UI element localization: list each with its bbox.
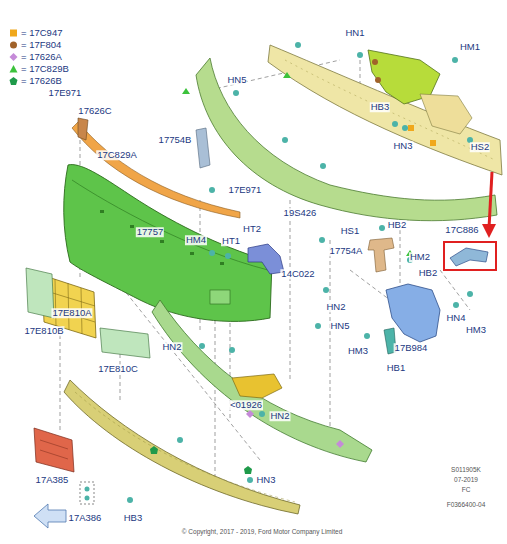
callout-label: HM3: [347, 346, 369, 356]
callout-label: HN3: [255, 475, 276, 485]
upper-fascia: [196, 58, 497, 221]
legend-text: = 17C947: [21, 28, 62, 38]
lower-valance: [152, 300, 372, 462]
drawing-note: 07-2019: [453, 477, 479, 484]
bumper-bar: [64, 165, 272, 322]
legend-text: = 17C829B: [21, 64, 69, 74]
callout-label: HN2: [325, 302, 346, 312]
legend-swatch: [10, 30, 17, 37]
bracket: [196, 128, 210, 168]
callout-label: HS1: [340, 226, 360, 236]
callout-label: 17E810B: [23, 326, 64, 336]
callout-label: HN4: [445, 313, 466, 323]
license-bracket: [34, 428, 74, 472]
callout-label: HM2: [409, 252, 431, 262]
bracket: [420, 94, 472, 134]
bracket: [450, 248, 488, 266]
legend-swatch: [10, 77, 18, 85]
drawing-note: F0366400-04: [446, 502, 487, 509]
callout-label: 17E971: [48, 88, 83, 98]
callout-label: 17626C: [77, 106, 112, 116]
callout-label: 17E810C: [97, 364, 139, 374]
callout-label: 17C829A: [96, 150, 138, 160]
callout-label: 17E810A: [51, 308, 92, 318]
drawing-note: S011905K: [450, 467, 482, 474]
callout-label: 14C022: [280, 269, 315, 279]
callout-label: HT1: [221, 236, 241, 246]
cover-plate: [26, 268, 54, 318]
callout-label: HN1: [344, 28, 365, 38]
callout-label: 17754B: [158, 135, 193, 145]
callout-label: 19S426: [283, 208, 318, 218]
callout-label: HB3: [370, 102, 390, 112]
callout-label: HN5: [329, 321, 350, 331]
callout-label: 17B984: [394, 343, 429, 353]
drawing-note: FC: [461, 487, 472, 494]
drawing-note: © Copyright, 2017 - 2019, Ford Motor Com…: [181, 529, 344, 536]
skid-plate: [64, 380, 300, 514]
callout-label: HM3: [465, 325, 487, 335]
callout-label: 17C886: [444, 225, 479, 235]
legend-text: = 17626B: [21, 76, 62, 86]
legend-swatch: [10, 42, 17, 49]
callout-label: HS2: [470, 142, 490, 152]
callout-label: 17757: [136, 227, 164, 237]
legend-swatch: [10, 65, 18, 73]
cover-plate: [100, 328, 150, 358]
callout-label: HN2: [161, 342, 182, 352]
legend-text: = 17F804: [21, 40, 61, 50]
callout-label: HM1: [459, 42, 481, 52]
bracket: [368, 238, 394, 272]
callout-label: HT2: [242, 224, 262, 234]
sensor-bracket: [248, 244, 284, 274]
callout-label: HN2: [269, 411, 290, 421]
callout-label: HN5: [226, 75, 247, 85]
fastener-markers: [127, 42, 473, 503]
callout-label: 17A386: [68, 513, 103, 523]
fastener-box: [80, 482, 94, 504]
callout-label: <01926: [229, 400, 263, 410]
bracket: [232, 374, 282, 398]
callout-label: HB1: [386, 363, 406, 373]
upper-cover: [268, 45, 502, 175]
legend-text: = 17626A: [21, 52, 62, 62]
highlight-box: [444, 242, 496, 270]
callout-label: HB2: [418, 268, 438, 278]
callout-label: HB2: [387, 220, 407, 230]
callout-label: HN3: [392, 141, 413, 151]
small-bracket: [78, 118, 88, 140]
callout-label: 17E971: [228, 185, 263, 195]
callout-label: HM4: [185, 235, 207, 245]
callout-label: 17754A: [329, 246, 364, 256]
direction-arrow: [34, 504, 66, 528]
callout-label: 17A385: [35, 475, 70, 485]
highlight-arrow: [489, 172, 492, 228]
callout-label: HB3: [123, 513, 143, 523]
legend-swatch: [10, 53, 18, 61]
